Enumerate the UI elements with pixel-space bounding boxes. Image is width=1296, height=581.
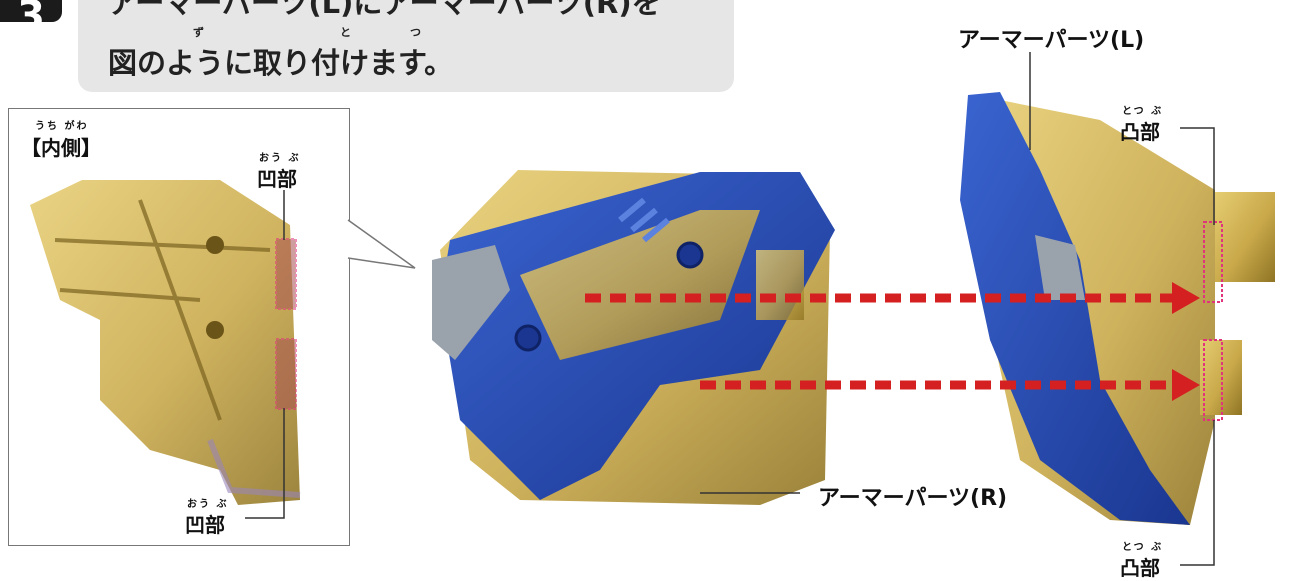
instruction-line-1: アーマーパーツ(L)にアーマーパーツ(R)を [108,0,661,20]
leader-convex-top [1180,127,1215,225]
attach-arrow-bottom [700,369,1200,401]
instruction-line-2: 図のように取り付けます。 [108,46,454,80]
concave-bottom-ruby: おう ぶ [187,499,229,510]
instruction-panel: アーマーパーツ(L)にアーマーパーツ(R)を ず と つ 図のように取り付けます… [78,0,734,92]
inset-armor-part-inner [30,180,301,505]
attach-arrow-top [585,282,1200,314]
armor-part-l-label: アーマーパーツ(L) [958,28,1145,53]
leader-convex-bottom [1180,420,1215,566]
inset-pointer [347,219,416,269]
ruby-tsu: つ [410,26,421,39]
concave-bottom-label: 凹部 [185,513,225,537]
convex-top-label: 凸部 [1120,120,1160,144]
ruby-zu: ず [193,26,204,39]
concave-top-label: 凹部 [257,167,297,191]
inset-title-ruby: うち がわ [35,121,89,132]
armor-part-r-label: アーマーパーツ(R) [818,486,1008,511]
convex-bottom-label: 凸部 [1120,556,1160,580]
ruby-to: と [340,26,351,39]
armor-part-r-illustration [432,170,835,505]
convex-top-ruby: とつ ぶ [1122,106,1164,117]
inset-title: 【内側】 [21,136,101,160]
convex-bottom-ruby: とつ ぶ [1122,542,1164,553]
leader-concave-bottom [245,408,285,519]
armor-part-l-illustration [960,92,1275,525]
step-number-badge: 3 [0,0,62,22]
concave-top-ruby: おう ぶ [259,153,301,164]
